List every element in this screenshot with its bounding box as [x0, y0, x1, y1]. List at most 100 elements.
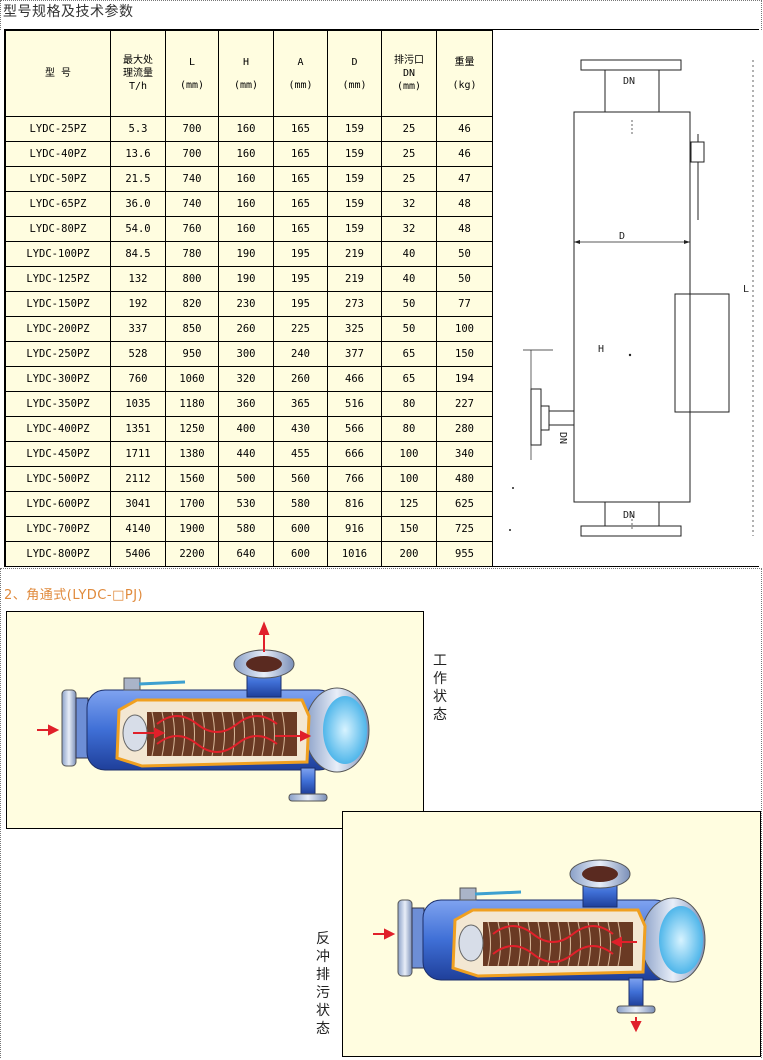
backflush-state-panel: [342, 811, 761, 1057]
table-cell: 500: [218, 466, 274, 492]
header-line: (kg): [452, 79, 477, 91]
table-cell: 48: [436, 216, 493, 242]
table-cell: 5406: [110, 541, 166, 567]
table-cell: LYDC-150PZ: [5, 291, 111, 317]
table-cell: 46: [436, 116, 493, 142]
table-cell: 165: [273, 216, 328, 242]
header-line: (mm): [179, 79, 205, 91]
label-d: D: [619, 231, 625, 242]
table-cell: 1700: [165, 491, 219, 517]
table-cell: 240: [273, 341, 328, 367]
header-line: 排污口: [394, 55, 424, 66]
table-cell: 195: [273, 266, 328, 292]
table-cell: 192: [110, 291, 166, 317]
table-cell: 225: [273, 316, 328, 342]
header-line: (mm): [396, 81, 422, 92]
table-header-7: 重量 (kg): [436, 30, 493, 117]
header-line: (mm): [288, 79, 313, 91]
table-cell: 760: [110, 366, 166, 392]
table-cell: 325: [327, 316, 382, 342]
table-cell: 280: [436, 416, 493, 442]
table-cell: 2112: [110, 466, 166, 492]
table-cell: 159: [327, 166, 382, 192]
table-cell: 84.5: [110, 241, 166, 267]
table-cell: 440: [218, 441, 274, 467]
header-line: (mm): [342, 79, 367, 91]
label-l: L: [743, 284, 749, 295]
table-cell: 4140: [110, 516, 166, 542]
table-cell: 850: [165, 316, 219, 342]
table-cell: 160: [218, 141, 274, 167]
table-cell: 77: [436, 291, 493, 317]
header-line: 重量: [454, 56, 475, 68]
header-line: 最大处: [123, 55, 153, 66]
dimension-drawing: DN D H L DN DN: [492, 30, 759, 566]
table-cell: LYDC-125PZ: [5, 266, 111, 292]
table-cell: 100: [381, 441, 437, 467]
page-frame-right: [761, 568, 762, 1058]
table-cell: 700: [165, 141, 219, 167]
vessel-drawing-svg: DN D H L DN DN: [509, 59, 754, 537]
table-cell: 36.0: [110, 191, 166, 217]
table-cell: 530: [218, 491, 274, 517]
table-header-5: D(mm): [327, 30, 382, 117]
table-cell: 40: [381, 241, 437, 267]
table-cell: 25: [381, 141, 437, 167]
table-cell: 1035: [110, 391, 166, 417]
table-cell: 100: [436, 316, 493, 342]
table-cell: 560: [273, 466, 328, 492]
header-line: L: [188, 56, 196, 68]
table-cell: 766: [327, 466, 382, 492]
table-cell: LYDC-300PZ: [5, 366, 111, 392]
table-cell: 40: [381, 266, 437, 292]
table-cell: 50: [436, 266, 493, 292]
label-dn-top: DN: [623, 76, 635, 87]
table-cell: 159: [327, 216, 382, 242]
vessel-body: [573, 111, 691, 503]
table-cell: 580: [218, 516, 274, 542]
working-state-illustration: [37, 621, 370, 802]
table-cell: 160: [218, 191, 274, 217]
table-cell: 455: [273, 441, 328, 467]
header-line: 理流量: [123, 68, 153, 79]
table-cell: 816: [327, 491, 382, 517]
table-cell: 950: [165, 341, 219, 367]
table-cell: 666: [327, 441, 382, 467]
table-cell: 219: [327, 266, 382, 292]
table-header-2: L (mm): [165, 30, 219, 117]
table-cell: 159: [327, 116, 382, 142]
table-cell: 1250: [165, 416, 219, 442]
table-cell: 955: [436, 541, 493, 567]
table-cell: 165: [273, 166, 328, 192]
table-cell: 21.5: [110, 166, 166, 192]
table-cell: 260: [273, 366, 328, 392]
table-cell: 1560: [165, 466, 219, 492]
table-cell: 132: [110, 266, 166, 292]
table-cell: 227: [436, 391, 493, 417]
table-cell: LYDC-800PZ: [5, 541, 111, 567]
table-cell: 740: [165, 166, 219, 192]
table-cell: 195: [273, 241, 328, 267]
table-cell: 466: [327, 366, 382, 392]
table-cell: 725: [436, 516, 493, 542]
header-line: H: [242, 56, 250, 68]
table-cell: 340: [436, 441, 493, 467]
table-cell: 360: [218, 391, 274, 417]
page-heading: 型号规格及技术参数: [3, 4, 134, 20]
header-line: T/h: [128, 81, 148, 92]
backflush-state-label: 反冲排污状态: [316, 931, 330, 1037]
table-cell: LYDC-200PZ: [5, 316, 111, 342]
table-cell: 625: [436, 491, 493, 517]
table-cell: 1380: [165, 441, 219, 467]
table-cell: 320: [218, 366, 274, 392]
table-cell: LYDC-40PZ: [5, 141, 111, 167]
